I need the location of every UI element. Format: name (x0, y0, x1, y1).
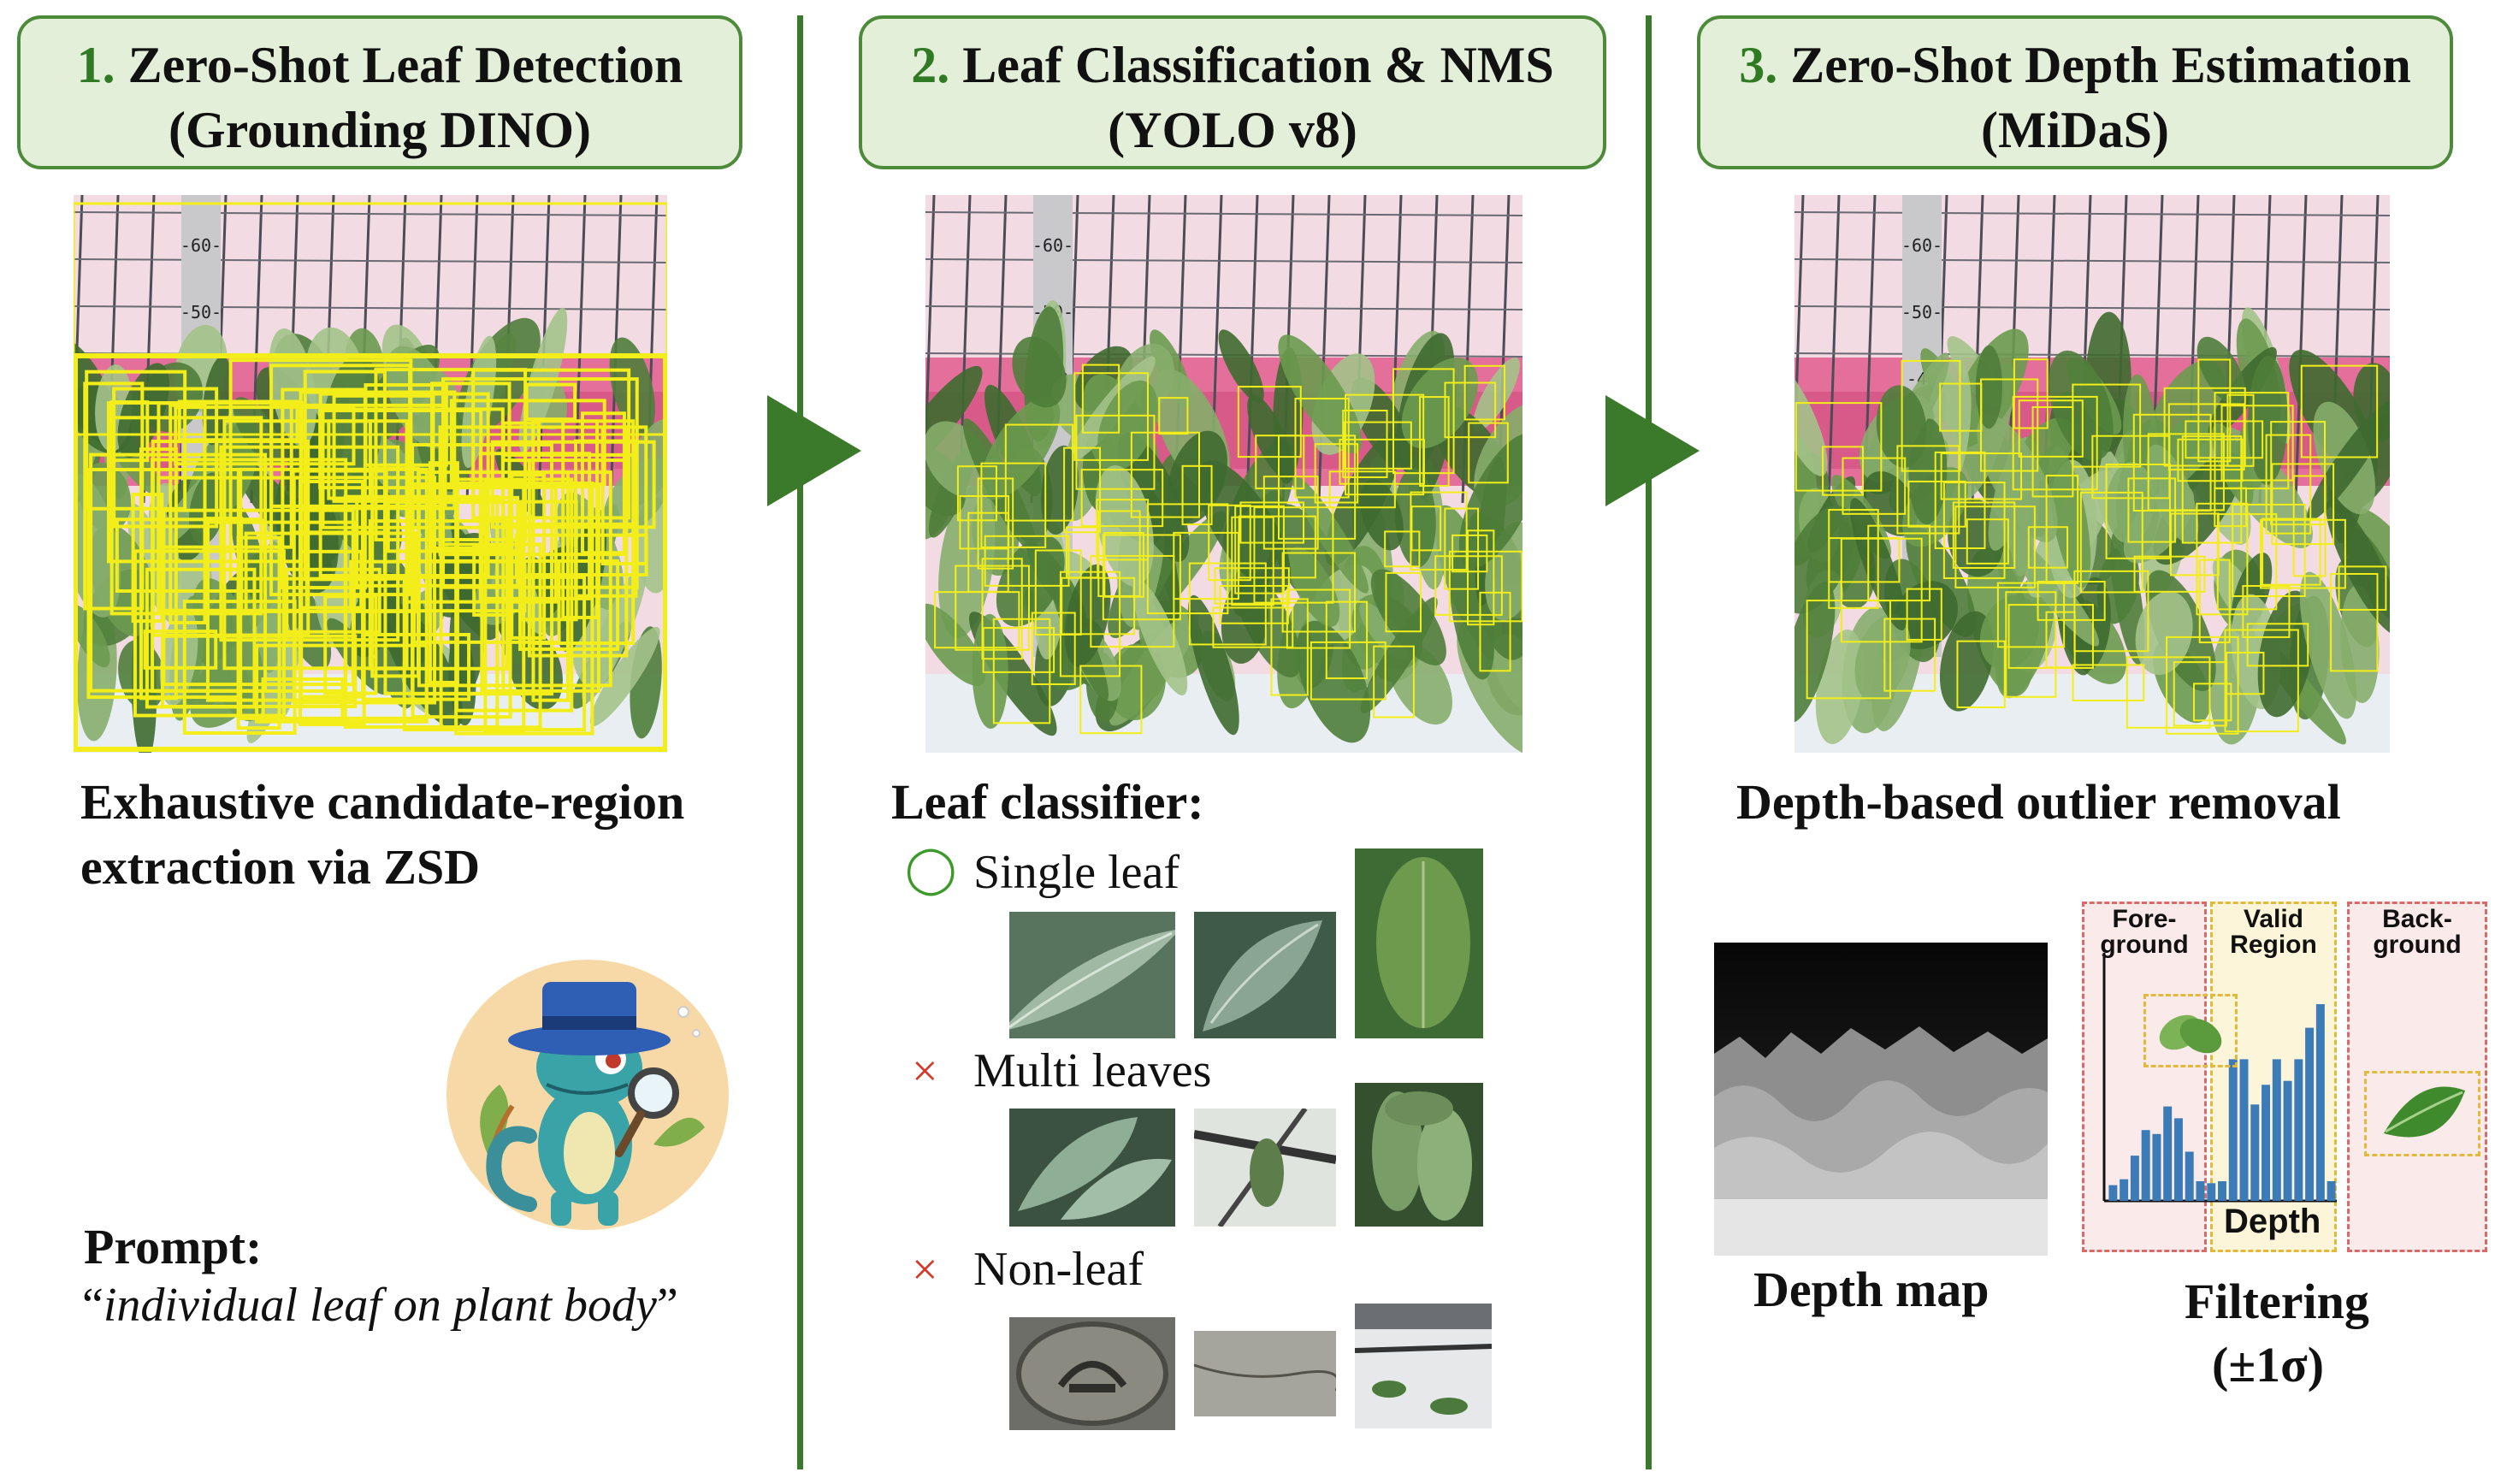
depth-axis-label: Depth (2224, 1203, 2321, 1240)
stage-1-title: 1. Zero-Shot Leaf Detection (21, 33, 739, 98)
reject-cross-icon: × (912, 1244, 938, 1295)
prompt-label: Prompt: (84, 1219, 263, 1274)
depth-histogram (2102, 953, 2337, 1203)
panel1-caption-line1: Exhaustive candidate-region (80, 774, 685, 830)
histogram-bar (2141, 1130, 2150, 1201)
stage-3-number: 3. (1739, 37, 1778, 93)
histogram-bar (2185, 1151, 2194, 1201)
histogram-bar (2283, 1080, 2292, 1201)
multi-leaves-thumb (1355, 1083, 1483, 1227)
histogram-bar (2272, 1059, 2281, 1201)
stage-2-title-box: 2. Leaf Classification & NMS (YOLO v8) (859, 15, 1606, 169)
zone-foreground-label-line1: Fore- (2112, 905, 2177, 933)
reject-cross-icon: × (912, 1045, 938, 1097)
stage-1-title-text: Zero-Shot Leaf Detection (127, 37, 683, 93)
stage-3-title: 3. Zero-Shot Depth Estimation (1700, 33, 2450, 98)
panel1-caption-line2: extraction via ZSD (80, 839, 481, 895)
stage-2-subtitle: (YOLO v8) (1108, 102, 1357, 158)
ruler-label: -60- (1901, 235, 1942, 256)
non-leaf-thumb (1009, 1317, 1175, 1430)
ruler-label: -50- (180, 302, 222, 322)
divider-left (797, 15, 803, 1469)
zone-background-label-line2: ground (2373, 931, 2462, 959)
zone-background (2347, 902, 2487, 1252)
histogram-bar (2173, 1118, 2183, 1201)
non-leaf-thumb (1355, 1304, 1492, 1428)
panel3-caption: Depth-based outlier removal (1736, 774, 2341, 830)
stage-1-subtitle: (Grounding DINO) (168, 102, 591, 158)
zone-valid-label-line2: Region (2230, 931, 2317, 959)
histogram-bar (2262, 1085, 2271, 1201)
multi-leaves-thumb (1009, 1109, 1175, 1227)
sigma-label: (±1σ) (2212, 1337, 2325, 1392)
prompt-open-quote: “ (82, 1279, 103, 1332)
stage-2-title: 2. Leaf Classification & NMS (862, 33, 1603, 98)
histogram-bar (2163, 1106, 2173, 1201)
stage-1-number: 1. (76, 37, 115, 93)
stage-3-title-box: 3. Zero-Shot Depth Estimation (MiDaS) (1697, 15, 2453, 169)
stage-2-number: 2. (911, 37, 950, 93)
background-leaf-icon (2364, 1071, 2480, 1156)
histogram-bar (2228, 1059, 2238, 1201)
histogram-bar (2315, 1004, 2325, 1201)
gecko-detective-icon (440, 948, 736, 1239)
accept-circle-icon: ◯ (905, 843, 957, 895)
zone-background-label-line1: Back- (2382, 905, 2452, 933)
greenhouse-photo-zsd: -60- -50- (74, 195, 667, 753)
histogram-bar (2207, 1183, 2216, 1201)
histogram-bar (2218, 1181, 2226, 1201)
ruler-label: -60- (180, 235, 222, 256)
histogram-bar (2239, 1059, 2249, 1201)
depth-map-label: Depth map (1753, 1262, 1990, 1317)
prompt-text: “individual leaf on plant body” (82, 1280, 678, 1331)
foreground-leaf-icon (2143, 994, 2238, 1067)
single-leaf-thumb (1355, 848, 1483, 1038)
zone-valid-label-line1: Valid (2243, 905, 2304, 933)
histogram-bar (2196, 1181, 2205, 1201)
depth-map-image (1714, 943, 2048, 1256)
filtering-label: Filtering (2185, 1274, 2369, 1329)
arrow-step-2-to-3 (1605, 395, 1700, 506)
stage-3-title-text: Zero-Shot Depth Estimation (1790, 37, 2411, 93)
zone-foreground-label-line2: ground (2100, 931, 2189, 959)
histogram-bar (2250, 1104, 2260, 1201)
histogram-bar (2327, 1181, 2336, 1201)
stage-2-title-text: Leaf Classification & NMS (962, 37, 1554, 93)
non-leaf-thumb (1194, 1331, 1336, 1416)
single-leaf-thumb (1009, 912, 1175, 1038)
prompt-text-italic: individual leaf on plant body (103, 1279, 657, 1332)
single-leaf-thumb (1194, 912, 1336, 1038)
histogram-bar (2120, 1179, 2129, 1201)
histogram-bar (2305, 1027, 2315, 1201)
prompt-close-quote: ” (656, 1279, 678, 1332)
stage-3-subtitle: (MiDaS) (1981, 102, 2169, 158)
histogram-bar (2152, 1133, 2161, 1201)
divider-right (1646, 15, 1652, 1469)
class-label-single-leaf: Single leaf (973, 846, 1180, 899)
greenhouse-photo-midas: -60--50--40 (1794, 195, 2390, 753)
histogram-bar (2130, 1156, 2139, 1201)
arrow-step-1-to-2 (767, 395, 861, 506)
greenhouse-photo-yolo: -60--50--40 (925, 195, 1522, 753)
stage-1-title-box: 1. Zero-Shot Leaf Detection (Grounding D… (17, 15, 742, 169)
classifier-title: Leaf classifier: (891, 774, 1204, 830)
ruler-label: -60- (1032, 235, 1073, 256)
histogram-bar (2108, 1185, 2118, 1201)
class-label-multi-leaves: Multi leaves (973, 1044, 1212, 1097)
ruler-label: -50- (1901, 302, 1942, 322)
class-label-non-leaf: Non-leaf (973, 1243, 1144, 1296)
zone-background-label: Back-ground (2347, 907, 2487, 958)
zone-foreground-label: Fore-ground (2082, 907, 2207, 958)
multi-leaves-thumb (1194, 1109, 1336, 1227)
histogram-bar (2294, 1059, 2303, 1201)
